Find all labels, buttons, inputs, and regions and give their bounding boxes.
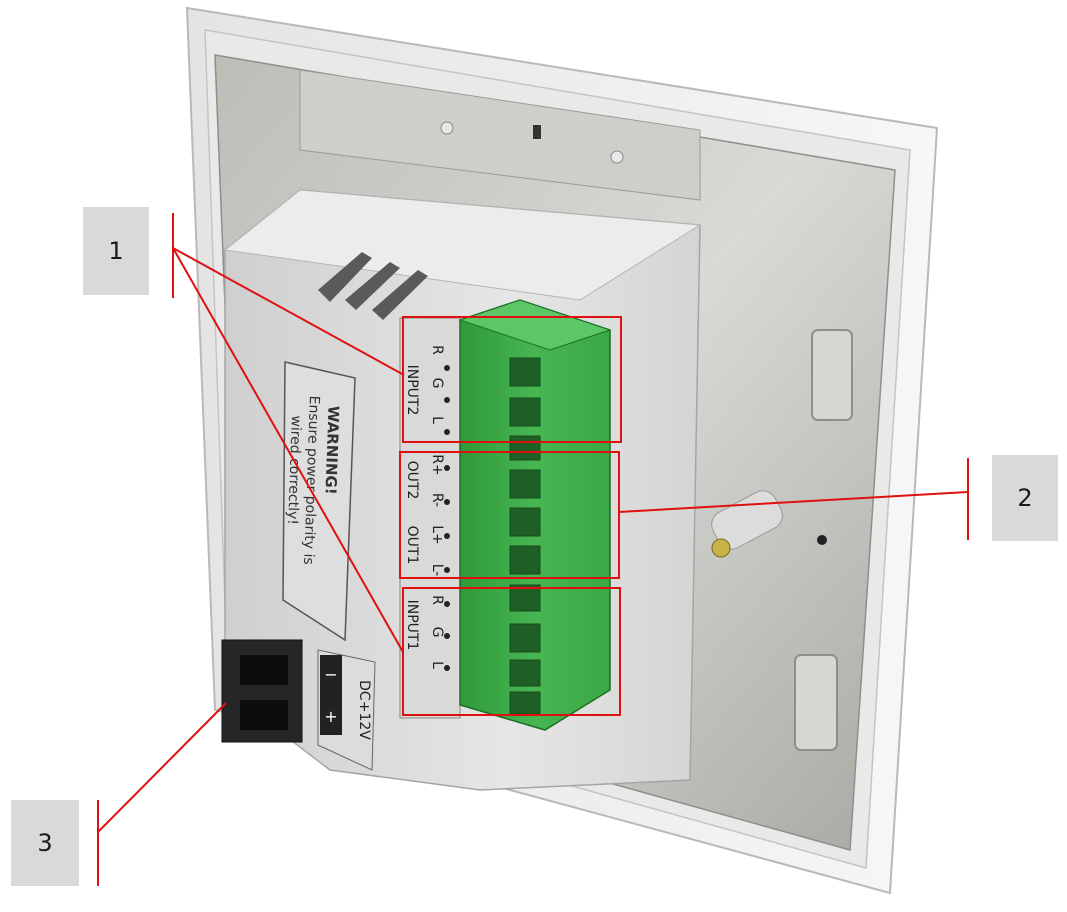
callout-2-label: 2 [992, 455, 1058, 541]
input1-pin-r: R [429, 595, 445, 605]
warning-line-2: wired correctly! [284, 415, 304, 525]
out1-pin-l-plus: L+ [429, 525, 445, 545]
out2-pin-r-plus: R+ [429, 454, 445, 475]
out1-pin-l-minus: L- [429, 564, 445, 577]
callout-1-leader-b [172, 247, 404, 653]
input1-pin-g: G [429, 627, 445, 638]
power-connector [221, 639, 303, 743]
callout-2-leader [618, 491, 969, 513]
power-minus: − [324, 665, 337, 684]
callout-3-leader [97, 702, 227, 833]
input2-pin-g: G [429, 378, 445, 389]
callout-3-label: 3 [11, 800, 79, 886]
input2-pin-r: R [429, 345, 445, 355]
power-plus: + [324, 707, 337, 726]
highlight-input2 [402, 316, 622, 443]
input2-label: INPUT2 [404, 365, 420, 416]
warning-line-1: Ensure power polarity is [300, 395, 322, 565]
input1-label: INPUT1 [404, 600, 420, 651]
warning-title: WARNING! [321, 405, 342, 494]
out2-label: OUT2 [404, 461, 420, 500]
input2-pin-l: L [429, 416, 445, 424]
power-label-plate: DC+12V − + [317, 649, 376, 771]
input1-pin-l: L [429, 661, 445, 669]
callout-1-label: 1 [83, 207, 149, 295]
power-label: DC+12V [356, 680, 372, 740]
terminal-block [458, 299, 612, 731]
highlight-outputs [399, 451, 620, 579]
out1-label: OUT1 [404, 526, 420, 565]
out2-pin-r-minus: R- [429, 493, 445, 507]
callout-1-leader-a [172, 247, 405, 376]
